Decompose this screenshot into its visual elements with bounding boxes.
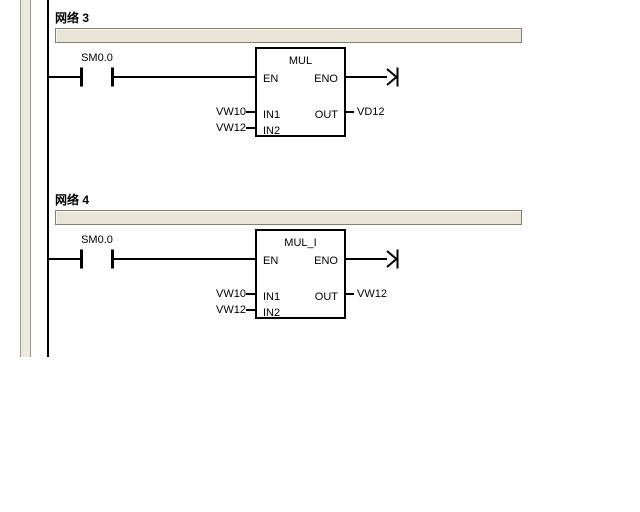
pin-en: EN — [263, 255, 279, 267]
operand-in2[interactable]: VW12 — [216, 304, 246, 316]
open-wire-arrow-icon — [386, 249, 399, 269]
network-title: 网络 3 — [55, 11, 90, 25]
pin-in1: IN1 — [263, 291, 281, 303]
pin-eno: ENO — [314, 255, 338, 267]
no-contact-symbol[interactable] — [80, 67, 114, 87]
network-title: 网络 4 — [55, 193, 90, 207]
ladder-wires — [48, 67, 399, 129]
operand-in2[interactable]: VW12 — [216, 122, 246, 134]
left-gutter — [20, 0, 31, 357]
network-comment-bar[interactable] — [55, 210, 522, 225]
function-block-mul[interactable]: MUL EN ENO IN1 OUT IN2 — [255, 47, 346, 137]
block-title: MUL_I — [284, 237, 317, 249]
ladder-wires — [48, 249, 399, 311]
operand-out[interactable]: VW12 — [357, 288, 387, 300]
function-block-mul-i[interactable]: MUL_I EN ENO IN1 OUT IN2 — [255, 229, 346, 319]
pin-out: OUT — [314, 109, 338, 121]
network-3: 网络 3 SM0.0 MUL EN ENO IN1 OUT I — [0, 0, 640, 175]
operand-in1[interactable]: VW10 — [216, 106, 246, 118]
no-contact-symbol[interactable] — [80, 249, 114, 269]
pin-in2: IN2 — [263, 307, 281, 319]
contact-operand[interactable]: SM0.0 — [81, 52, 113, 64]
pin-in1: IN1 — [263, 109, 281, 121]
pin-in2: IN2 — [263, 125, 281, 137]
operand-out[interactable]: VD12 — [357, 106, 385, 118]
pin-out: OUT — [314, 291, 338, 303]
pin-en: EN — [263, 73, 279, 85]
pin-eno: ENO — [314, 73, 338, 85]
network-comment-bar[interactable] — [55, 28, 522, 43]
contact-operand[interactable]: SM0.0 — [81, 234, 113, 246]
power-rail — [47, 0, 49, 357]
operand-in1[interactable]: VW10 — [216, 288, 246, 300]
block-title: MUL — [288, 55, 313, 67]
open-wire-arrow-icon — [386, 67, 399, 87]
network-4: 网络 4 SM0.0 MUL_I EN ENO IN1 OUT — [0, 182, 640, 357]
